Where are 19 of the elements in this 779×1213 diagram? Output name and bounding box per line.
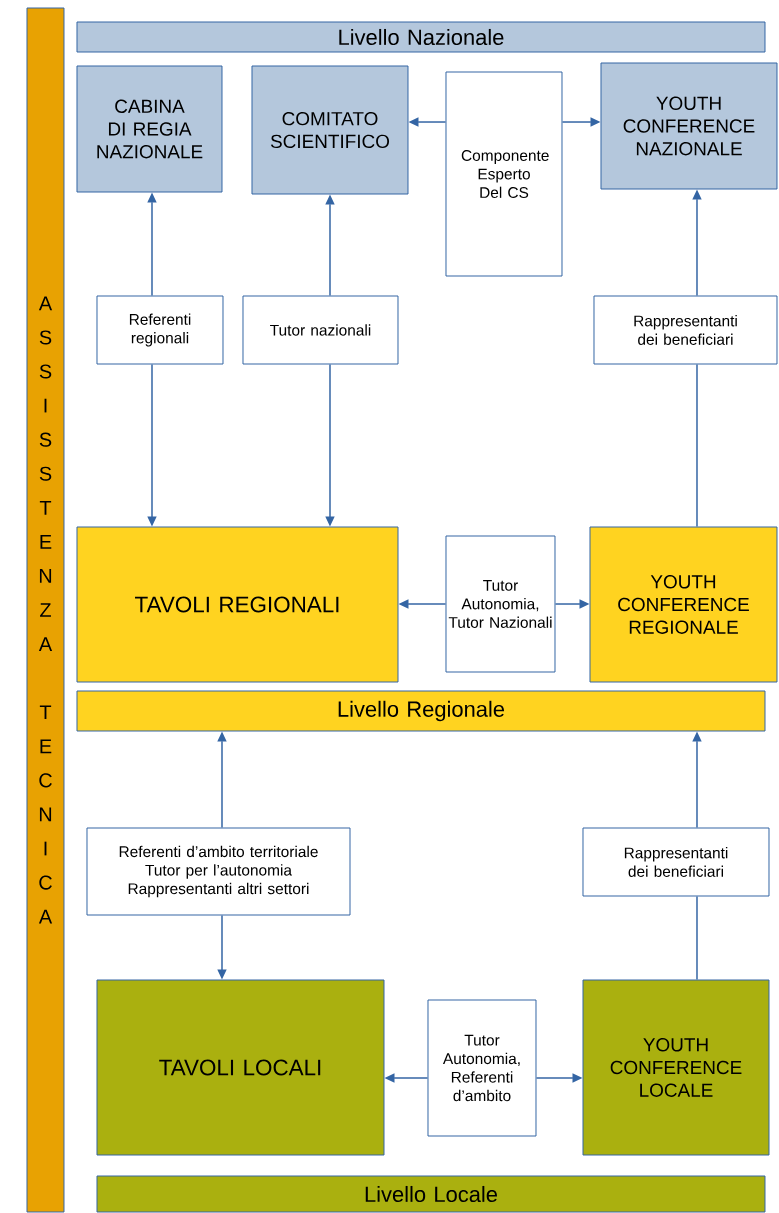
vertical-band: ASSISSTENZA TECNICA	[26, 7, 65, 1213]
label-box: Rappresentanti dei beneficiari	[582, 827, 770, 897]
label-box: Tutor nazionali	[242, 295, 399, 365]
process-box: YOUTH CONFERENCE NAZIONALE	[600, 62, 778, 190]
process-box: COMITATO SCIENTIFICO	[251, 65, 409, 195]
process-box: YOUTH CONFERENCE REGIONALE	[589, 526, 778, 683]
label-box: Tutor Autonomia, Referenti d’ambito	[427, 999, 537, 1137]
process-box: YOUTH CONFERENCE LOCALE	[582, 979, 770, 1156]
label-box: Rappresentanti dei beneficiari	[593, 295, 778, 365]
label-box: Tutor Autonomia, Tutor Nazionali	[445, 535, 556, 673]
level-band: Livello Regionale	[76, 690, 766, 732]
label-box: Referenti regionali	[96, 295, 224, 365]
label-box: Componente Esperto Del CS	[445, 71, 563, 277]
process-box: TAVOLI LOCALI	[96, 979, 385, 1156]
level-band: Livello Locale	[96, 1175, 766, 1213]
process-box: TAVOLI REGIONALI	[76, 526, 399, 683]
label-box: Referenti d’ambito territoriale Tutor per l’autonomia Rappresentanti altri settori	[86, 827, 351, 916]
level-band: Livello Nazionale	[76, 21, 766, 53]
process-box: CABINA DI REGIA NAZIONALE	[76, 65, 223, 193]
